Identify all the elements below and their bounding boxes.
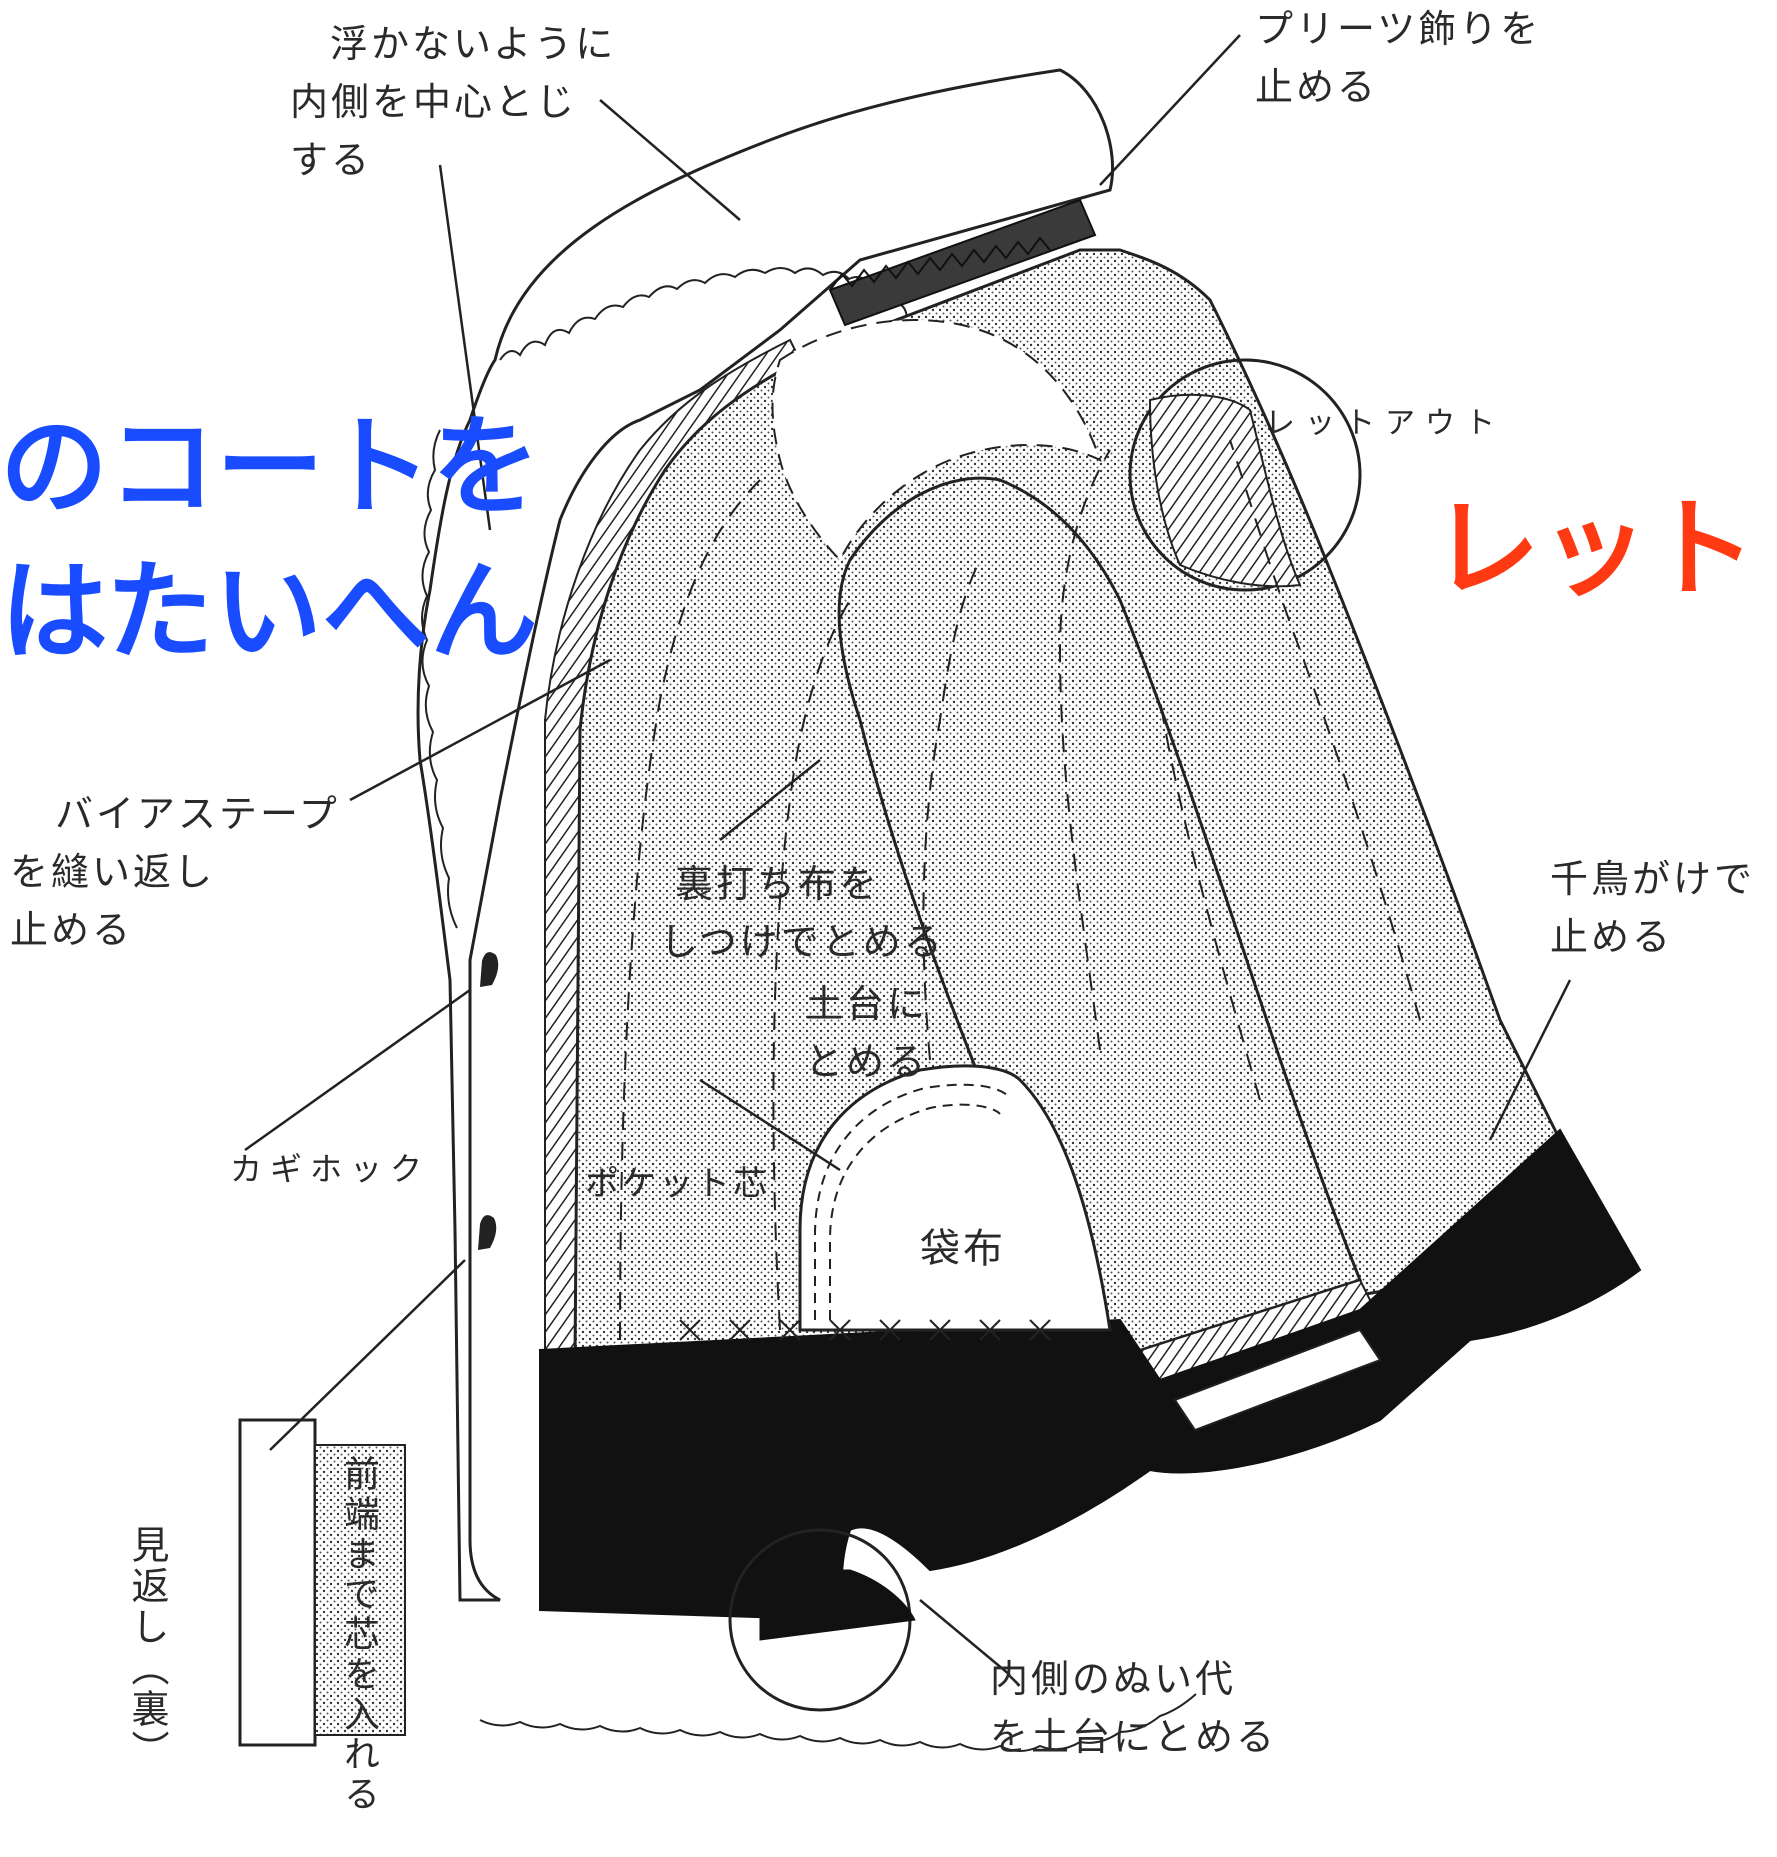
- label-pleat-1: プリーツ飾りを: [1255, 7, 1542, 51]
- label-pocket-core: ポケット芯: [585, 1164, 770, 1204]
- pocket-bag: [798, 1064, 1112, 1332]
- let-out-detail-circle: [1128, 358, 1362, 592]
- label-bias-3: 止める: [10, 908, 134, 952]
- label-inner-seam-2: を土台にとめる: [990, 1715, 1278, 1759]
- label-inner-seam: 内側のぬい代 を土台にとめる: [990, 1650, 1277, 1766]
- leader-lines: [244, 34, 1572, 1676]
- armhole-area: [771, 319, 1102, 562]
- overlay-red-text: レット: [1432, 487, 1757, 612]
- label-hook: カギホック: [230, 1150, 431, 1188]
- label-facing-back: 見返し（裏）: [125, 1525, 169, 1771]
- label-pleat: プリーツ飾りを 止める: [1255, 0, 1541, 116]
- label-base-2: とめる: [805, 1040, 929, 1084]
- overlay-blue-text: のコートを はたいへん: [0, 395, 540, 685]
- label-inner-seam-1: 内側のぬい代: [990, 1657, 1237, 1701]
- label-bias-2: を縫い返し: [10, 850, 216, 894]
- overlay-blue-line-2: はたいへん: [0, 550, 538, 675]
- label-lining-2: しつけでとめる: [660, 920, 945, 964]
- label-pleat-2: 止める: [1255, 65, 1379, 109]
- label-float-lines: 浮かないように 内側を中心とじ する: [290, 15, 616, 189]
- label-chidori-1: 千鳥がけで: [1550, 857, 1756, 901]
- label-base: 土台に とめる: [805, 975, 928, 1091]
- hem-band: [539, 1128, 1642, 1622]
- label-let-out: レットアウト: [1265, 406, 1505, 441]
- cross-stitches: [679, 1319, 1051, 1341]
- label-bias-1: バイアステープ: [55, 792, 340, 836]
- facing-inset-frame: [238, 1418, 317, 1747]
- sleeve: [837, 476, 1362, 1362]
- basting-lines: [619, 439, 1421, 1341]
- hook-lower: [478, 1215, 497, 1250]
- hook-upper: [480, 952, 499, 987]
- pleat-trim: [828, 198, 1097, 327]
- facing-inset-core: [314, 1444, 406, 1736]
- label-base-1: 土台に: [805, 982, 929, 1026]
- label-core-to-edge: 前端まで芯を入れる: [338, 1455, 379, 1815]
- label-bias: バイアステープ を縫い返し 止める: [10, 785, 340, 959]
- let-out-hatch: [1148, 393, 1302, 588]
- label-float-lines-3: する: [290, 138, 373, 182]
- label-pocket-bag: 袋布: [920, 1226, 1006, 1272]
- label-lining-1: 裏打ち布を: [675, 862, 881, 906]
- label-chidori: 千鳥がけで 止める: [1550, 850, 1755, 966]
- label-float-lines-2: 内側を中心とじ: [290, 80, 578, 124]
- label-lining: 裏打ち布を しつけでとめる: [660, 855, 945, 971]
- fur-outline: [416, 68, 1115, 1602]
- label-chidori-2: 止める: [1550, 915, 1674, 959]
- overlay-blue-line-1: のコートを: [0, 405, 541, 530]
- label-float-lines-1: 浮かないように: [330, 22, 617, 66]
